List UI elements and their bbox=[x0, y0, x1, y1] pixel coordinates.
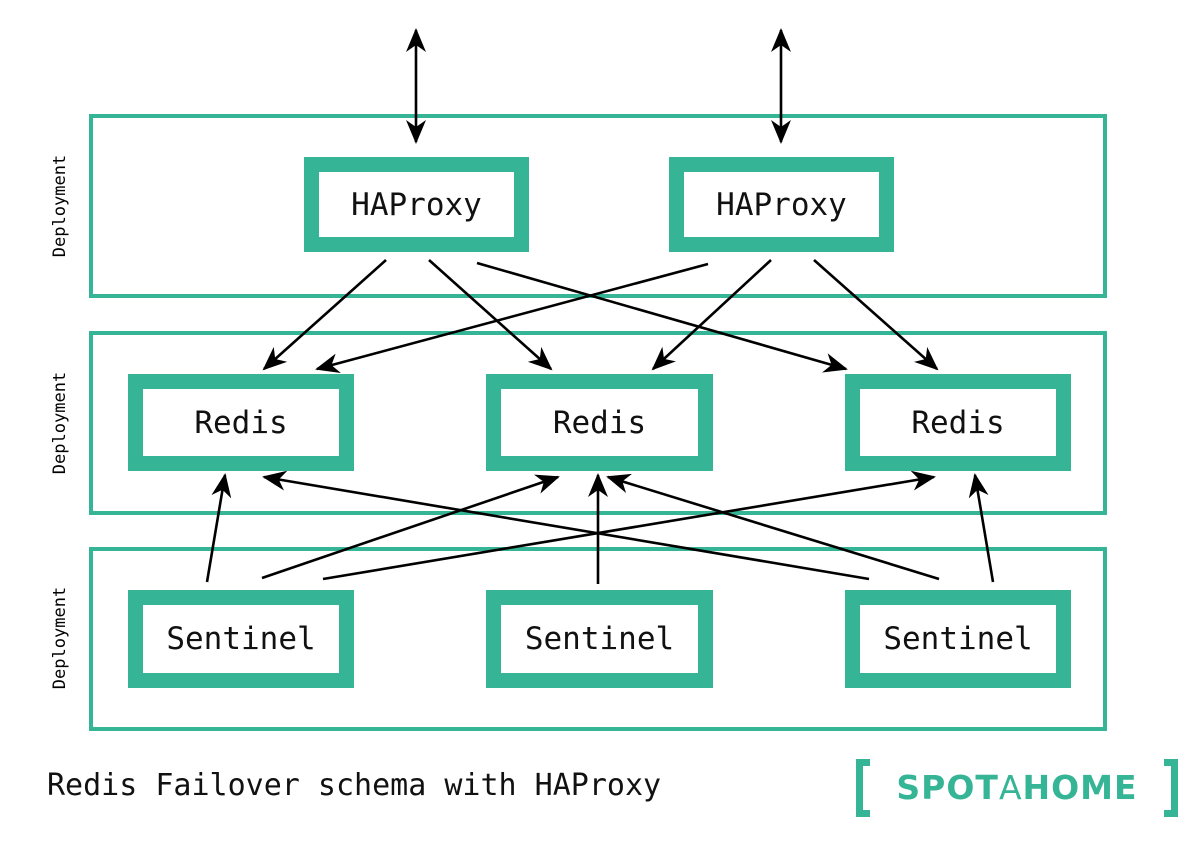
arrow-haproxy-2-redis-1 bbox=[315, 262, 709, 373]
sentinel-node-1: Sentinel bbox=[128, 590, 354, 688]
logo-left-bracket bbox=[856, 759, 870, 817]
arrow-haproxy-1-redis-2 bbox=[428, 259, 553, 371]
haproxy-node-2: HAProxy bbox=[669, 157, 894, 252]
redis-node-3-label: Redis bbox=[911, 404, 1005, 441]
diagram-caption: Redis Failover schema with HAProxy bbox=[47, 768, 662, 803]
redis-node-2-label: Redis bbox=[552, 404, 647, 441]
redis-node-2: Redis bbox=[486, 374, 713, 471]
redis-node-3: Redis bbox=[845, 374, 1071, 471]
arrow-haproxy-1-redis-3 bbox=[476, 261, 848, 373]
arrow-sentinel-1-redis-3 bbox=[322, 470, 936, 581]
arrow-haproxy-2-redis-3 bbox=[813, 259, 939, 371]
arrow-sentinel-1-redis-2 bbox=[261, 474, 560, 580]
sentinel-node-1-label: Sentinel bbox=[166, 621, 316, 657]
logo-text-spot: SPOT bbox=[896, 768, 999, 807]
arrow-haproxy-1-redis-1 bbox=[262, 259, 387, 371]
arrow-sentinel-3-redis-3 bbox=[968, 473, 995, 583]
haproxy-node-1: HAProxy bbox=[304, 157, 529, 252]
sentinel-node-2-label: Sentinel bbox=[524, 621, 675, 657]
deployment-group-haproxy bbox=[89, 114, 1107, 298]
sentinel-node-3: Sentinel bbox=[845, 590, 1071, 688]
logo-text-home: HOME bbox=[1022, 768, 1138, 807]
logo-wordmark: SPOTAHOME bbox=[852, 768, 1182, 807]
redis-node-1: Redis bbox=[128, 374, 354, 471]
arrow-sentinel-3-redis-1 bbox=[262, 470, 870, 581]
arrow-sentinel-1-redis-1 bbox=[205, 473, 232, 583]
redis-node-1-label: Redis bbox=[194, 404, 288, 441]
logo-right-bracket bbox=[1164, 759, 1178, 817]
logo-text-a: A bbox=[998, 768, 1023, 807]
sentinel-node-2: Sentinel bbox=[486, 590, 713, 688]
arrow-haproxy-2-redis-2 bbox=[651, 259, 772, 371]
arrow-sentinel-3-redis-2 bbox=[606, 473, 940, 581]
spotahome-logo: SPOTAHOME bbox=[852, 757, 1182, 827]
sentinel-node-3-label: Sentinel bbox=[883, 621, 1033, 657]
haproxy-node-2-label: HAProxy bbox=[716, 186, 847, 223]
haproxy-node-1-label: HAProxy bbox=[351, 186, 482, 223]
